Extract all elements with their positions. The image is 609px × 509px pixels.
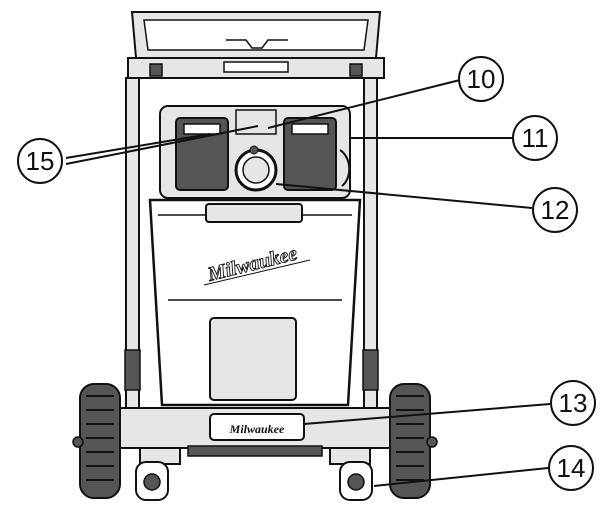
top-tray — [127, 11, 385, 79]
right-caster — [329, 447, 373, 501]
left-caster — [135, 447, 181, 501]
base: Milwaukee — [117, 407, 393, 457]
svg-text:15: 15 — [26, 146, 55, 176]
svg-text:10: 10 — [467, 64, 496, 94]
left-wheel — [72, 383, 121, 499]
leader-lines — [65, 79, 551, 487]
svg-text:13: 13 — [559, 388, 588, 418]
callout-15: 15 — [17, 138, 63, 184]
callout-13: 13 — [550, 380, 596, 426]
right-wheel — [389, 383, 438, 499]
leader-line-13 — [303, 403, 551, 425]
svg-text:14: 14 — [557, 453, 586, 483]
svg-text:11: 11 — [522, 123, 549, 153]
tank-body: Milwaukee — [148, 198, 362, 407]
leader-line-15a — [65, 133, 211, 159]
callout-10: 10 — [458, 56, 504, 102]
callout-12: 12 — [532, 187, 578, 233]
leader-line-12 — [275, 183, 533, 209]
base-logo: Milwaukee — [229, 422, 285, 436]
frame-rails — [124, 77, 379, 409]
callout-14: 14 — [548, 445, 594, 491]
leader-line-15b — [65, 125, 259, 165]
svg-text:12: 12 — [541, 195, 570, 225]
pump-compartment — [159, 105, 351, 199]
leader-line-10 — [267, 79, 461, 129]
leader-line-14 — [373, 467, 549, 487]
callout-11: 11 — [512, 115, 558, 161]
